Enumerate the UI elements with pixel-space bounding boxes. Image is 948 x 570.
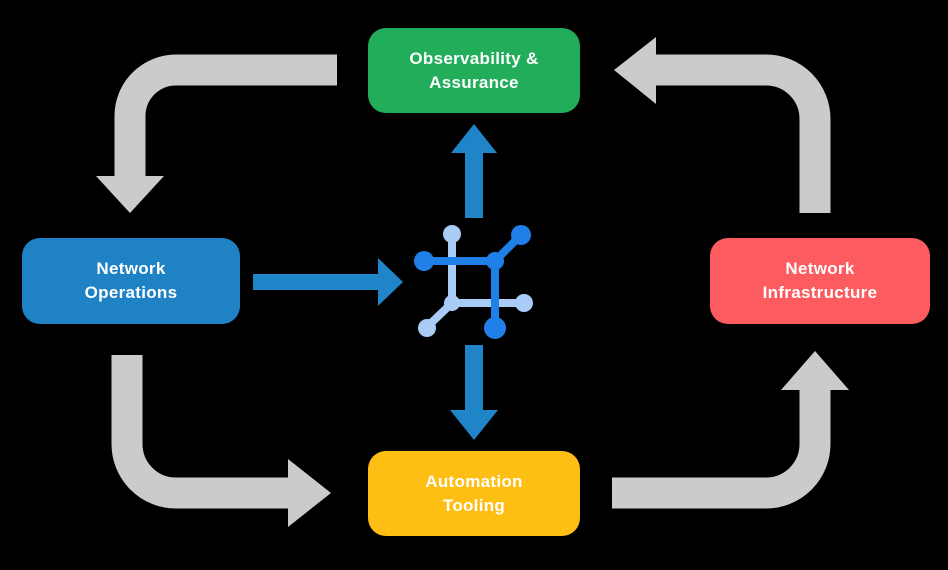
arrow-observability-to-operations bbox=[96, 54, 337, 213]
node-observability-assurance: Observability & Assurance bbox=[368, 28, 580, 113]
arrow-center-to-automation bbox=[450, 345, 498, 440]
node-network-infrastructure: Network Infrastructure bbox=[710, 238, 930, 324]
network-mesh-icon bbox=[414, 225, 533, 339]
network-mesh-icon-dark-links bbox=[414, 225, 531, 339]
network-mesh-icon-light-links bbox=[418, 225, 533, 337]
arrow-infrastructure-to-observability bbox=[614, 37, 831, 213]
node-network-operations: Network Operations bbox=[22, 238, 240, 324]
arrow-automation-to-infrastructure bbox=[612, 351, 849, 509]
node-automation-tooling: Automation Tooling bbox=[368, 451, 580, 536]
arrow-operations-to-automation bbox=[111, 355, 331, 527]
arrow-center-to-observability bbox=[451, 124, 497, 218]
arrow-operations-to-center bbox=[253, 258, 403, 306]
